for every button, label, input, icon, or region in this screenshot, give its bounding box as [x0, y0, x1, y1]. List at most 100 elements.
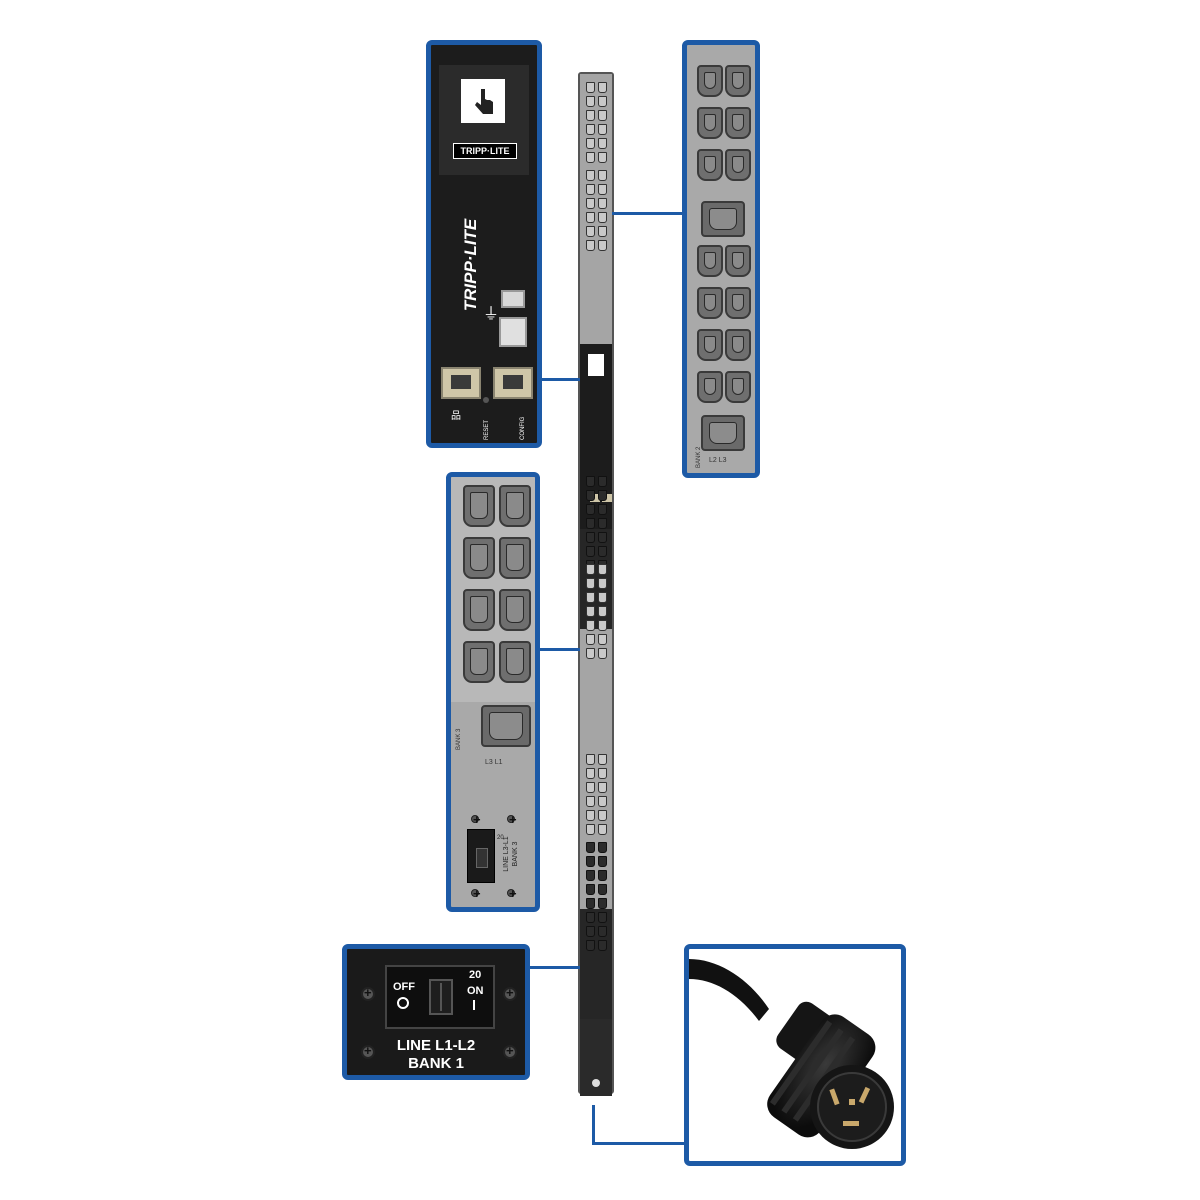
brand-logo-small: TRIPP·LITE: [453, 143, 517, 159]
breaker-toggle[interactable]: [429, 979, 453, 1015]
lcd-screen: TRIPP·LITE: [439, 65, 529, 175]
c13-outlet: [725, 329, 751, 361]
pdu-segment-dark-2: [580, 909, 612, 1019]
c13-outlet: [725, 65, 751, 97]
pdu-outlet: [586, 82, 595, 93]
c19-outlet: [701, 201, 745, 237]
pdu-outlet: [586, 546, 595, 557]
pdu-outlet: [586, 634, 595, 645]
pdu-outlet: [586, 504, 595, 515]
pdu-outlet: [586, 782, 595, 793]
breaker-rating: 20: [469, 969, 482, 981]
reset-button[interactable]: [483, 397, 489, 403]
connector-line: [538, 648, 580, 651]
pdu-outlet: [598, 926, 607, 937]
c13-outlet: [697, 107, 723, 139]
breaker-on-symbol: [473, 1000, 475, 1010]
pdu-outlet: [598, 856, 607, 867]
usb-b-port[interactable]: [501, 290, 525, 308]
reset-label: RESET: [484, 419, 490, 440]
pdu-outlet: [598, 82, 607, 93]
pdu-outlet: [598, 184, 607, 195]
c13-outlet: [697, 329, 723, 361]
bank2-phase-label: L2 L3: [709, 457, 727, 464]
c13-outlet: [499, 537, 531, 579]
pdu-outlet: [586, 212, 595, 223]
config-port[interactable]: [493, 367, 533, 399]
bank3-outlets-callout: BANK 3 L3 L1 20 LINE L3-L1 BANK 3: [446, 472, 540, 912]
pdu-outlet: [598, 870, 607, 881]
circuit-breaker[interactable]: OFF 20 ON: [385, 965, 495, 1029]
pdu-outlet: [586, 824, 595, 835]
power-led: [592, 1079, 600, 1087]
screw: [503, 985, 517, 1001]
pdu-outlet: [586, 110, 595, 121]
pdu-outlet: [586, 184, 595, 195]
pdu-display-module: [580, 344, 612, 529]
c13-outlet: [463, 589, 495, 631]
pdu-outlet: [598, 198, 607, 209]
c13-outlet: [463, 485, 495, 527]
power-plug-callout: [684, 944, 906, 1166]
bank3-breaker[interactable]: [467, 829, 495, 883]
pdu-outlet: [598, 842, 607, 853]
pdu-outlet: [598, 96, 607, 107]
usb-icon: ⏚: [483, 306, 500, 323]
bank3-label: BANK 3: [456, 728, 462, 750]
ethernet-port-mini: [590, 494, 600, 502]
pdu-outlet: [598, 634, 607, 645]
c13-outlet: [697, 287, 723, 319]
breaker-toggle-ridge: [440, 983, 442, 1011]
breaker-line-label: LINE L1-L2: [396, 1037, 476, 1054]
pdu-outlet: [598, 620, 607, 631]
power-plug-image: [689, 959, 894, 1149]
pdu-outlet: [598, 124, 607, 135]
pdu-outlet: [598, 504, 607, 515]
pdu-outlet: [586, 912, 595, 923]
pdu-outlet: [586, 856, 595, 867]
bank3-breaker-toggle[interactable]: [476, 848, 488, 868]
pdu-outlet: [598, 110, 607, 121]
screw: [471, 886, 481, 901]
pdu-outlet: [586, 884, 595, 895]
breaker-off-label: OFF: [393, 981, 415, 993]
pdu-outlet: [586, 198, 595, 209]
screw: [507, 886, 517, 901]
bank3-phase-label: L3 L1: [485, 759, 503, 766]
pdu-outlet: [598, 212, 607, 223]
pdu-outlet: [598, 768, 607, 779]
connector-line: [528, 966, 580, 969]
network-icon: 品: [451, 411, 461, 422]
pdu-outlet: [598, 940, 607, 951]
pdu-outlet: [586, 606, 595, 617]
pdu-outlet: [598, 564, 607, 575]
c13-outlet: [499, 485, 531, 527]
breaker-on-label: ON: [467, 985, 484, 997]
ethernet-port[interactable]: [441, 367, 481, 399]
pdu-outlet: [586, 648, 595, 659]
c13-outlet: [725, 245, 751, 277]
breaker-callout: OFF 20 ON LINE L1-L2 BANK 1: [342, 944, 530, 1080]
connector-line: [538, 378, 580, 381]
pdu-outlet: [598, 578, 607, 589]
pdu-outlet: [598, 606, 607, 617]
pdu-strip: [578, 72, 614, 1096]
c13-outlet: [725, 371, 751, 403]
bank3-breaker-label: LINE L3-L1 BANK 3: [503, 836, 519, 872]
bank2-label: BANK 2: [696, 446, 702, 468]
pdu-outlet: [598, 782, 607, 793]
pdu-outlet: [586, 592, 595, 603]
c13-outlet: [697, 65, 723, 97]
c19-outlet: [701, 415, 745, 451]
pdu-outlet: [598, 912, 607, 923]
breaker-off-symbol: [397, 997, 409, 1009]
connector-line: [612, 212, 684, 215]
pdu-outlet: [598, 240, 607, 251]
usb-a-port[interactable]: [499, 317, 527, 347]
pdu-outlet: [598, 754, 607, 765]
pdu-outlet: [586, 170, 595, 181]
pdu-outlet: [586, 476, 595, 487]
pdu-outlet: [598, 138, 607, 149]
screw: [503, 1043, 517, 1059]
c19-outlet: [481, 705, 531, 747]
